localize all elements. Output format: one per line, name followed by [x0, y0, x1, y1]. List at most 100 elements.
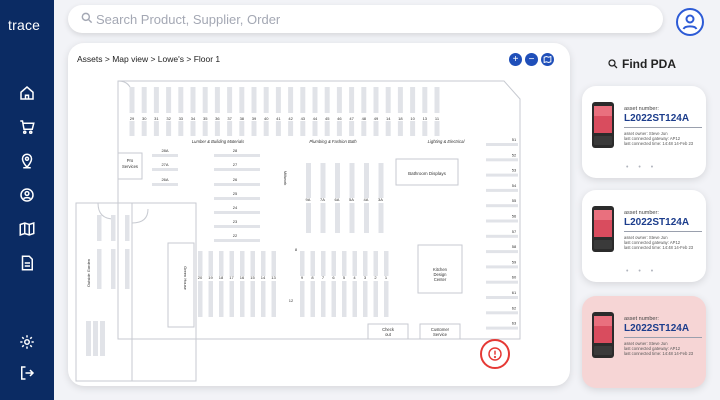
search-icon [81, 12, 93, 24]
pda-card-3-alert[interactable]: asset number: L2022ST124A asset owner: S… [582, 296, 706, 388]
asset-number: L2022ST124A [624, 113, 690, 124]
garden-shelf [125, 215, 130, 241]
aisle-shelf [410, 121, 416, 136]
aisle-shelf [324, 87, 330, 113]
shelf-horizontal [486, 326, 518, 330]
aisle-number-top-43: 43 [301, 116, 306, 121]
aisle-bottom-9: 9 [301, 275, 304, 280]
document-icon[interactable] [18, 254, 36, 272]
aisle-mid-5A: 5A [349, 197, 354, 202]
aisle-shelf [422, 121, 428, 136]
shelf-horizontal [486, 296, 518, 299]
shelf-horizontal [214, 154, 260, 157]
breadcrumb-assets[interactable]: Assets [77, 54, 103, 64]
aisle-shelf [384, 281, 389, 317]
aisle-right-54: 54 [512, 183, 517, 188]
user-avatar[interactable] [676, 8, 704, 36]
aisle-shelf [261, 281, 266, 317]
gear-icon[interactable] [18, 333, 36, 351]
aisle-shelf [129, 87, 135, 113]
section-millwork: Millwork [283, 171, 288, 185]
aisle-shelf [288, 87, 294, 113]
aisle-shelf [178, 87, 184, 113]
breadcrumb-floor[interactable]: Floor 1 [193, 54, 221, 64]
logout-icon[interactable] [18, 364, 36, 382]
aisle-number-8: 8 [295, 247, 298, 252]
aisle-shelf [251, 121, 257, 136]
aisle-shelf [335, 203, 340, 233]
pro-services-label: Services [122, 164, 138, 169]
aisle-shelf [263, 87, 269, 113]
aisle-shelf [331, 281, 336, 317]
map-layers-button[interactable] [541, 53, 554, 66]
shelf-horizontal [152, 168, 178, 171]
zoom-out-button[interactable]: − [525, 53, 538, 66]
pda-card-1[interactable]: asset number: L2022ST124A asset owner: S… [582, 86, 706, 178]
home-icon[interactable] [18, 84, 36, 102]
aisle-shelf [306, 203, 311, 233]
garden-shelf [125, 249, 130, 289]
search-icon [608, 59, 618, 69]
aisle-shelf [250, 281, 255, 317]
shelf-horizontal [152, 154, 178, 157]
aisle-shelf [312, 121, 318, 136]
zoom-in-button[interactable]: + [509, 53, 522, 66]
user-circle-icon[interactable] [18, 186, 36, 204]
aisle-left-24: 24 [233, 205, 238, 210]
aisle-right-58: 58 [512, 244, 517, 249]
aisle-shelf [361, 87, 367, 113]
asset-number: L2022ST124A [624, 217, 690, 228]
aisle-bottom-1: 1 [385, 275, 388, 280]
cart-icon[interactable] [18, 118, 36, 136]
section-green-house: Green House [183, 266, 188, 291]
aisle-right-62: 62 [512, 305, 517, 310]
breadcrumb-store[interactable]: Lowe's [157, 54, 184, 64]
aisle-bottom-3: 3 [364, 275, 367, 280]
shelf-horizontal [486, 219, 518, 223]
aisle-right-59: 59 [512, 259, 517, 264]
aisle-shelf [240, 281, 245, 317]
kitchen-box [417, 244, 463, 294]
aisle-shelf [321, 251, 326, 276]
aisle-mid-9A: 9A [306, 197, 311, 202]
garden-shelf [111, 215, 116, 241]
aisle-shelf [190, 87, 196, 113]
aisle-shelf [385, 87, 391, 113]
aisle-shelf [373, 87, 379, 113]
aisle-shelf [364, 163, 369, 198]
aisle-number-top-44: 44 [313, 116, 318, 121]
aisle-shelf [361, 121, 367, 136]
kitchen-label: Kitchen [433, 267, 448, 272]
aisle-shelf [378, 203, 384, 233]
aisle-mid-6A: 6A [335, 197, 340, 202]
customer-service-label: Customer [431, 327, 450, 332]
breadcrumb-map-view[interactable]: Map view [112, 54, 149, 64]
location-pin-icon[interactable] [18, 152, 36, 170]
aisle-shelf [349, 121, 355, 136]
aisle-number-top-41: 41 [276, 116, 281, 121]
aisle-bottom-13: 13 [271, 275, 276, 280]
search-input[interactable] [96, 9, 636, 29]
section-garden: Outside Garden [86, 259, 91, 287]
aisle-shelf [378, 163, 384, 198]
aisle-shelf [227, 87, 233, 113]
aisle-number-top-46: 46 [337, 116, 342, 121]
shelf-horizontal [486, 188, 518, 192]
alert-button[interactable] [480, 339, 510, 369]
aisle-shelf [310, 281, 315, 317]
pagination-dots: • • • [626, 164, 658, 171]
aisle-bottom-4: 4 [353, 275, 356, 280]
map-icon[interactable] [18, 220, 36, 238]
section-bathroom: Bathroom Displays [408, 171, 447, 176]
checkout-box [367, 323, 409, 340]
aisle-left-27: 27 [233, 162, 238, 167]
aisle-bottom-7: 7 [322, 275, 325, 280]
aisle-right-57: 57 [512, 229, 517, 234]
aisle-shelf [198, 281, 203, 317]
aisle-shelf [335, 163, 340, 198]
pda-card-2[interactable]: asset number: L2022ST124A asset owner: S… [582, 190, 706, 282]
door-arc [131, 208, 149, 224]
aisle-number-top-14: 14 [386, 116, 391, 121]
aisle-number-top-32: 32 [166, 116, 171, 121]
